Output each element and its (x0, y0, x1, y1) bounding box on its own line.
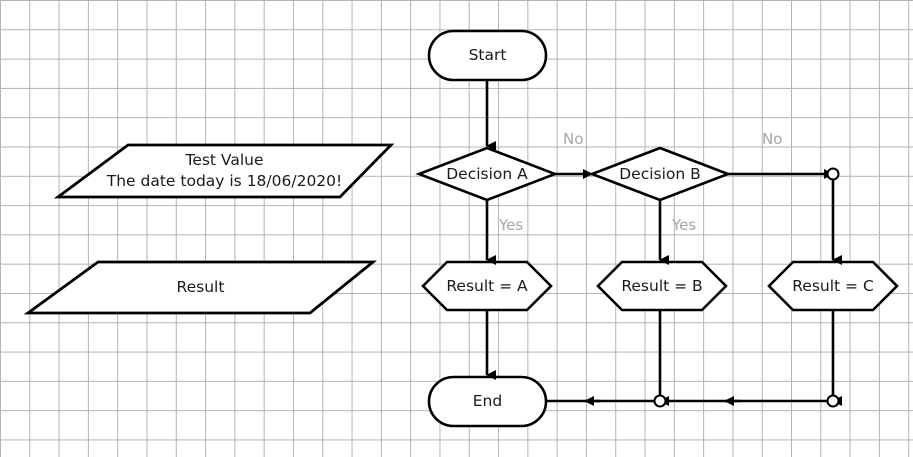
junction-dot-bottom-right (826, 394, 840, 408)
node-input-test-value-shape[interactable] (53, 143, 395, 199)
node-decision-a-shape[interactable] (415, 146, 559, 202)
node-result-c-shape[interactable] (767, 260, 899, 312)
edge-label-decision-a-no: No (563, 130, 584, 148)
node-end-shape[interactable] (427, 375, 548, 428)
node-result-b-shape[interactable] (596, 260, 728, 312)
edge-label-decision-b-yes: Yes (672, 216, 697, 234)
node-start-shape[interactable] (427, 29, 548, 82)
node-result-a-shape[interactable] (421, 260, 553, 312)
node-output-result-shape[interactable] (23, 260, 377, 315)
junction-dot-top-right (826, 167, 840, 181)
edge-label-decision-a-yes: Yes (499, 216, 524, 234)
junction-dot-bottom-mid (653, 394, 667, 408)
node-decision-b-shape[interactable] (588, 146, 732, 202)
edge-label-decision-b-no: No (762, 130, 783, 148)
